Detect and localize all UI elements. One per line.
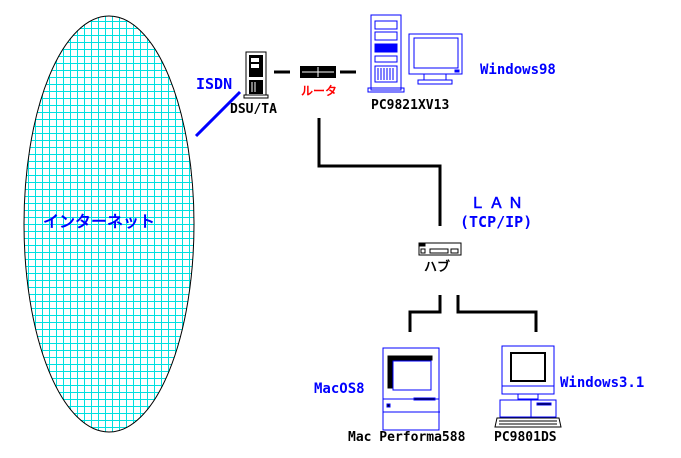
mac-os-label: MacOS8 [314,381,365,397]
lan-protocol: (TCP/IP) [460,213,533,231]
modem-tower-icon [243,51,269,99]
server-name-label: PC9821XV13 [371,98,450,113]
router-icon [300,66,336,78]
hub-icon [418,242,462,256]
pc98-os-label: Windows3.1 [560,375,645,391]
isdn-label: ISDN [196,75,233,93]
internet-cloud [23,15,195,433]
pc98-name-label: PC9801DS [494,430,557,445]
router-label: ルータ [301,84,338,98]
hub-label: ハブ [424,260,451,275]
server-os-label: Windows98 [480,62,556,78]
isdn-line [194,90,242,138]
internet-label: インターネット [43,212,156,231]
desktop-tower-pc-icon [367,14,463,93]
dsu-ta-label: DSU/TA [230,102,277,117]
mac-computer-icon [382,347,440,431]
desktop-pc-icon [494,345,562,428]
cable-router-hub [317,118,442,226]
cable-hub-mac [408,295,442,332]
cable-hub-pc98 [456,295,538,332]
mac-name-label: Mac Performa588 [348,430,466,445]
lan-title: ＬＡＮ [470,194,528,212]
